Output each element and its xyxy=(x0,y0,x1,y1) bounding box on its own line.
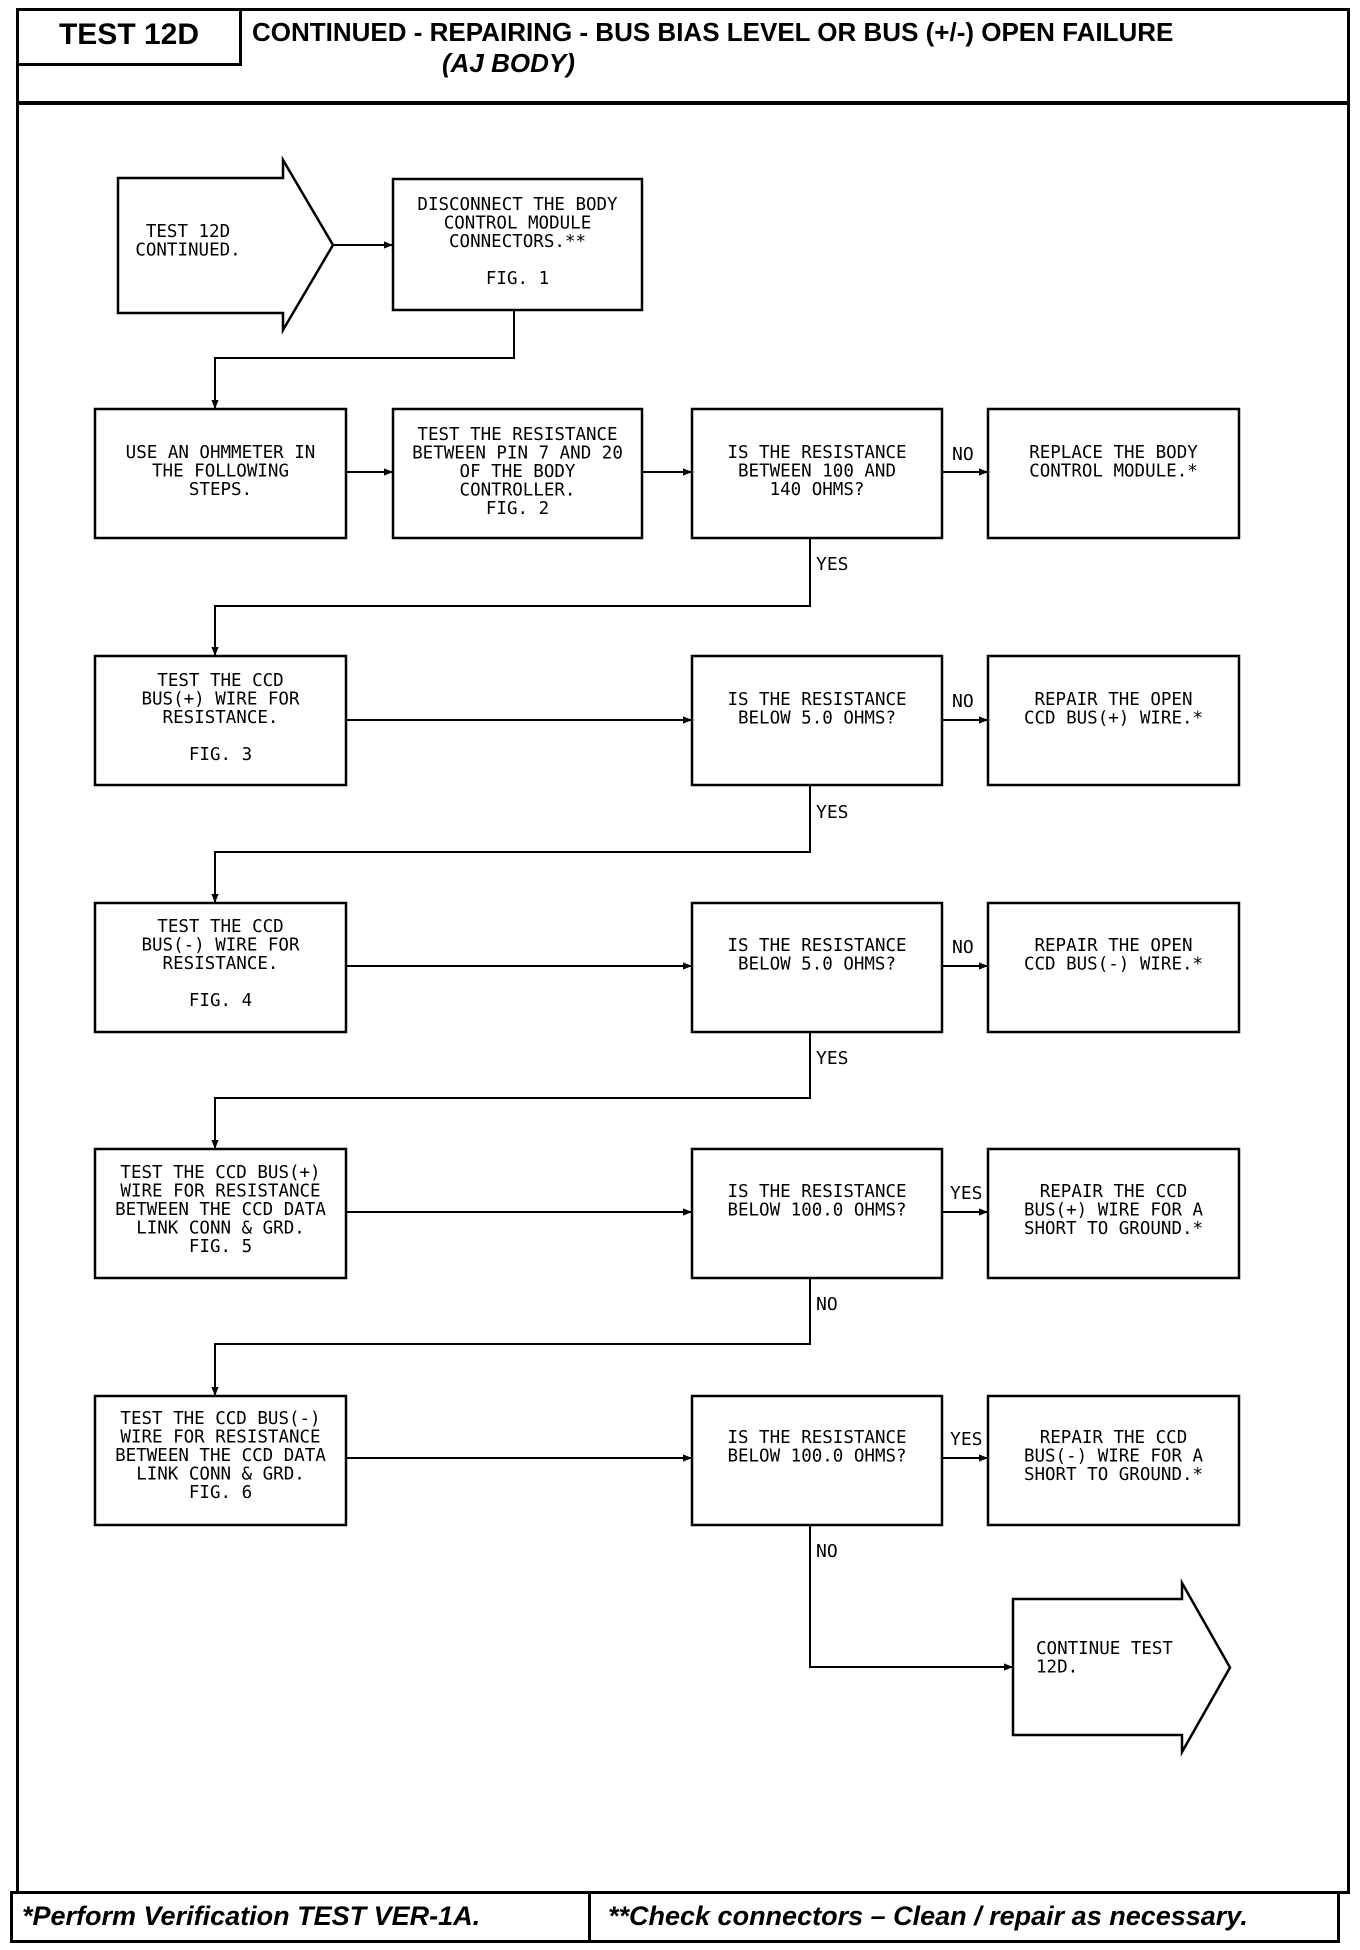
decision-box-1 xyxy=(690,407,944,540)
test-short-minus-box-line: LINK CONN & GRD. xyxy=(136,1465,305,1485)
footer-note-connectors: **Check connectors – Clean / repair as n… xyxy=(608,1901,1248,1931)
repair-short-plus-box xyxy=(986,1147,1241,1280)
repair-short-minus-box-line: SHORT TO GROUND.* xyxy=(1024,1465,1203,1485)
repair-short-minus-box-line: REPAIR THE CCD xyxy=(1040,1428,1188,1448)
decision-box-3-line: IS THE RESISTANCE xyxy=(727,936,906,956)
ohmmeter-box xyxy=(93,407,348,540)
ohmmeter-box-line: THE FOLLOWING xyxy=(152,462,289,482)
disconnect-box-line: CONNECTORS.** xyxy=(449,232,586,252)
decision-box-1-line: IS THE RESISTANCE xyxy=(727,443,906,463)
test-bus-minus-box-line: RESISTANCE. xyxy=(163,954,279,974)
test-pin-box-line: FIG. 2 xyxy=(486,499,549,519)
connector-disconnect-to-ohmmeter xyxy=(211,310,515,409)
repair-open-plus-box-line: CCD BUS(+) WIRE.* xyxy=(1024,709,1203,729)
label-yes-4: YES xyxy=(950,1183,983,1204)
decision-box-3-line: BELOW 5.0 OHMS? xyxy=(738,955,896,975)
start-arrow xyxy=(116,155,335,335)
continue-arrow-text-line: 12D. xyxy=(1036,1658,1078,1678)
test-bus-minus-box-line: TEST THE CCD xyxy=(157,917,283,937)
label-no-2: NO xyxy=(952,691,974,712)
test-short-minus-box-line: BETWEEN THE CCD DATA xyxy=(115,1446,326,1466)
repair-short-minus-box-line: BUS(-) WIRE FOR A xyxy=(1024,1447,1204,1467)
footer-note-verification: *Perform Verification TEST VER-1A. xyxy=(22,1901,481,1931)
label-yes-1: YES xyxy=(816,554,849,575)
ohmmeter-box-line: USE AN OHMMETER IN xyxy=(126,443,316,463)
label-no-4: NO xyxy=(816,1294,838,1315)
replace-module-box-line: CONTROL MODULE.* xyxy=(1029,462,1198,482)
test-short-plus-box-line: LINK CONN & GRD. xyxy=(136,1219,305,1239)
decision-box-5-line: IS THE RESISTANCE xyxy=(727,1428,906,1448)
test-bus-plus-box-line: FIG. 3 xyxy=(189,745,252,765)
test-id: TEST 12D xyxy=(58,18,200,51)
label-yes-2: YES xyxy=(816,802,849,823)
continue-arrow xyxy=(1011,1578,1232,1757)
test-bus-plus-box-line: BUS(+) WIRE FOR xyxy=(141,690,300,710)
continue-arrow-text-line: CONTINUE TEST xyxy=(1036,1639,1173,1659)
page-title: CONTINUED - REPAIRING - BUS BIAS LEVEL O… xyxy=(252,17,1174,47)
connector-decision-1-yes xyxy=(211,538,811,656)
test-bus-minus-box xyxy=(93,901,348,1034)
page-subtitle: (AJ BODY) xyxy=(442,48,575,78)
decision-box-2-line: BELOW 5.0 OHMS? xyxy=(738,709,896,729)
test-bus-minus-box-line: BUS(-) WIRE FOR xyxy=(141,936,300,956)
connector-decision-5-no xyxy=(809,1525,1013,1671)
decision-box-3 xyxy=(690,901,944,1034)
decision-box-4-line: IS THE RESISTANCE xyxy=(727,1182,906,1202)
repair-open-minus-box-line: CCD BUS(-) WIRE.* xyxy=(1024,955,1203,975)
test-short-plus-box-line: FIG. 5 xyxy=(189,1237,252,1257)
label-yes-3: YES xyxy=(816,1048,849,1069)
decision-box-5-line: BELOW 100.0 OHMS? xyxy=(727,1447,906,1467)
test-id-box xyxy=(16,8,242,66)
repair-open-minus-box xyxy=(986,901,1241,1034)
test-pin-box-line: CONTROLLER. xyxy=(460,481,576,501)
decision-box-5 xyxy=(690,1394,944,1527)
repair-short-plus-box-line: BUS(+) WIRE FOR A xyxy=(1024,1201,1204,1221)
test-pin-box xyxy=(391,407,644,540)
footer-divider xyxy=(588,1891,591,1943)
test-short-minus-box-line: TEST THE CCD BUS(-) xyxy=(120,1409,320,1429)
test-bus-plus-box-line: TEST THE CCD xyxy=(157,671,283,691)
footer-frame xyxy=(10,1891,1340,1943)
test-short-plus-box-line: BETWEEN THE CCD DATA xyxy=(115,1200,326,1220)
disconnect-box-line: DISCONNECT THE BODY xyxy=(417,195,618,215)
repair-open-minus-box-line: REPAIR THE OPEN xyxy=(1034,936,1192,956)
connector-decision-3-yes xyxy=(211,1032,811,1149)
test-short-plus-box xyxy=(93,1147,348,1280)
replace-module-box xyxy=(986,407,1241,540)
repair-open-plus-box-line: REPAIR THE OPEN xyxy=(1034,690,1192,710)
replace-module-box-line: REPLACE THE BODY xyxy=(1029,443,1198,463)
test-bus-plus-box-line: RESISTANCE. xyxy=(163,708,279,728)
start-arrow-text-line: TEST 12D xyxy=(146,222,230,242)
disconnect-box-line: CONTROL MODULE xyxy=(444,214,592,234)
connector-decision-2-yes xyxy=(211,785,811,903)
test-short-minus-box-line: WIRE FOR RESISTANCE xyxy=(120,1428,320,1448)
test-pin-box-line: BETWEEN PIN 7 AND 20 xyxy=(412,444,623,464)
label-no-5: NO xyxy=(816,1541,838,1562)
repair-short-minus-box xyxy=(986,1394,1241,1527)
test-short-minus-box-line: FIG. 6 xyxy=(189,1483,252,1503)
decision-box-1-line: BETWEEN 100 AND xyxy=(738,462,896,482)
label-no-1: NO xyxy=(952,444,974,465)
test-short-plus-box-line: WIRE FOR RESISTANCE xyxy=(120,1182,320,1202)
decision-box-1-line: 140 OHMS? xyxy=(770,480,865,500)
disconnect-box-line: FIG. 1 xyxy=(486,269,549,289)
label-no-3: NO xyxy=(952,937,974,958)
test-short-plus-box-line: TEST THE CCD BUS(+) xyxy=(120,1163,320,1183)
test-pin-box-line: TEST THE RESISTANCE xyxy=(417,425,617,445)
test-pin-box-line: OF THE BODY xyxy=(460,462,576,482)
repair-short-plus-box-line: REPAIR THE CCD xyxy=(1040,1182,1188,1202)
decision-box-4 xyxy=(690,1147,944,1280)
start-arrow-text-line: CONTINUED. xyxy=(135,241,240,261)
decision-box-4-line: BELOW 100.0 OHMS? xyxy=(727,1201,906,1221)
decision-box-2-line: IS THE RESISTANCE xyxy=(727,690,906,710)
test-bus-minus-box-line: FIG. 4 xyxy=(189,991,252,1011)
ohmmeter-box-line: STEPS. xyxy=(189,480,252,500)
label-yes-5: YES xyxy=(950,1429,983,1450)
test-short-minus-box xyxy=(93,1394,348,1527)
repair-short-plus-box-line: SHORT TO GROUND.* xyxy=(1024,1219,1203,1239)
connector-decision-4-no xyxy=(211,1278,811,1396)
